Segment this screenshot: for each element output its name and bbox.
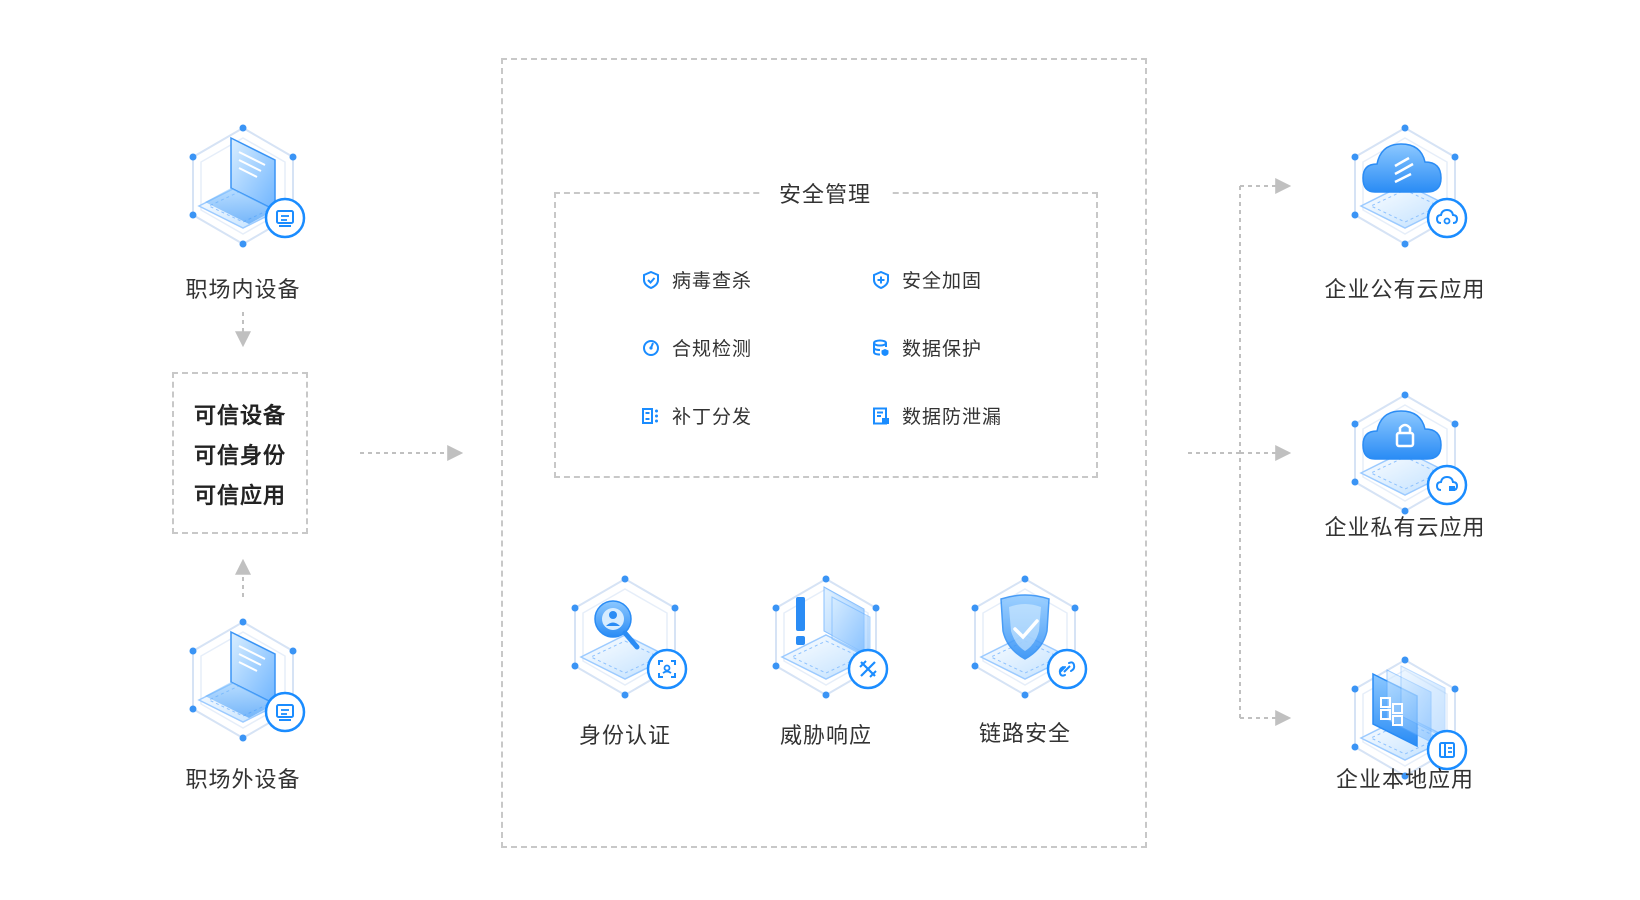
device-outside-label: 职场外设备 — [185, 768, 301, 793]
public-cloud-icon — [1350, 123, 1468, 249]
gauge-icon — [643, 339, 659, 356]
security-center-box — [501, 58, 1147, 848]
feature-label: 数据防泄漏 — [902, 406, 1003, 428]
threat-icon — [771, 574, 889, 700]
capability-threat-label: 威胁响应 — [779, 724, 873, 749]
capability-identity-label: 身份认证 — [578, 724, 672, 749]
feature-hardening: 安全加固 — [872, 266, 982, 293]
capability-link-label: 链路安全 — [978, 722, 1072, 747]
app-local-label: 企业本地应用 — [1335, 768, 1475, 793]
trust-item-device: 可信设备 — [193, 404, 286, 429]
app-private-cloud-label: 企业私有云应用 — [1324, 516, 1486, 541]
trust-box: 可信设备 可信身份 可信应用 — [172, 372, 308, 534]
device-inside-label: 职场内设备 — [185, 278, 301, 303]
database-shield-icon — [873, 339, 889, 356]
feature-label: 病毒查杀 — [672, 270, 753, 292]
document-lock-icon — [873, 407, 889, 424]
trust-item-app: 可信应用 — [193, 484, 286, 509]
feature-label: 安全加固 — [902, 270, 983, 292]
app-public-cloud-label: 企业公有云应用 — [1324, 278, 1486, 303]
trust-item-identity: 可信身份 — [193, 444, 286, 469]
feature-data-protection: 数据保护 — [872, 334, 982, 361]
laptop-outside-icon — [188, 617, 306, 743]
security-management-title: 安全管理 — [760, 177, 890, 209]
feature-label: 合规检测 — [672, 338, 753, 360]
feature-label: 数据保护 — [902, 338, 983, 360]
list-icon — [642, 407, 658, 424]
local-app-icon — [1350, 655, 1468, 781]
feature-compliance: 合规检测 — [642, 334, 752, 361]
identity-icon — [570, 574, 688, 700]
feature-label: 补丁分发 — [672, 406, 753, 428]
link-icon — [970, 574, 1088, 700]
private-cloud-icon — [1350, 390, 1468, 516]
feature-virus-scan: 病毒查杀 — [642, 266, 752, 293]
security-management-box — [554, 192, 1098, 478]
laptop-inside-icon — [188, 123, 306, 249]
shield-plus-icon — [873, 270, 889, 289]
feature-patch: 补丁分发 — [642, 402, 752, 429]
shield-check-icon — [643, 270, 659, 289]
feature-dlp: 数据防泄漏 — [872, 402, 1002, 429]
